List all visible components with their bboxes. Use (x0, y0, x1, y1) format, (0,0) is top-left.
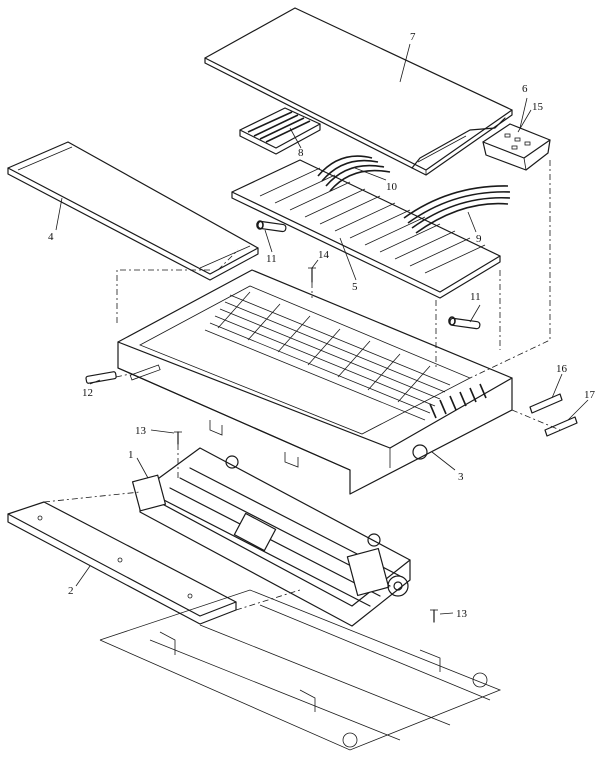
callout-5: 5 (352, 281, 358, 293)
callout-2: 2 (68, 585, 74, 597)
assembly-lines (43, 160, 561, 611)
part-3-grille (204, 291, 451, 421)
callout-7: 7 (410, 31, 416, 43)
part-14-screw (308, 267, 316, 283)
part-2-base-rail (7, 501, 237, 625)
part-12-rod (85, 371, 117, 384)
callout-10: 10 (386, 181, 398, 193)
bottom-chassis (99, 589, 502, 751)
callout-14: 14 (318, 249, 330, 261)
callout-labels: 1 2 3 4 5 6 7 8 9 10 11 11 12 13 13 14 1… (48, 31, 596, 620)
part-5-paper-guide (231, 155, 511, 299)
part-16-tab (529, 393, 563, 414)
leader-lines (55, 43, 589, 615)
callout-8: 8 (298, 147, 304, 159)
part-13-screw-lower (430, 609, 438, 623)
guide-ribs (259, 167, 486, 274)
callout-13-lower: 13 (456, 608, 468, 620)
part-9-ribbed-feeder (403, 185, 511, 234)
callout-1: 1 (128, 449, 134, 461)
part-10-roller-guide (317, 155, 391, 192)
part-17-tab (544, 416, 578, 437)
callout-9: 9 (476, 233, 482, 245)
callout-17: 17 (584, 389, 596, 401)
part-3-main-housing (117, 269, 513, 495)
part-1-print-mechanism (131, 447, 411, 627)
callout-6: 6 (522, 83, 528, 95)
part-11-pin-upper (256, 220, 287, 233)
part-7-top-cover (204, 7, 513, 176)
part-3-vents (429, 383, 487, 419)
callout-15: 15 (532, 101, 544, 113)
part-11-pin-lower (448, 316, 481, 330)
callout-13-upper: 13 (135, 425, 147, 437)
callout-3: 3 (458, 471, 464, 483)
part-13-screw-upper (174, 431, 182, 445)
part-8-small-tray (239, 107, 321, 155)
callout-16: 16 (556, 363, 568, 375)
callout-11-upper: 11 (266, 253, 277, 265)
callout-11-lower: 11 (470, 291, 481, 303)
part-6-control-box (482, 123, 551, 171)
callout-12: 12 (82, 387, 93, 399)
part-4-side-cover (7, 141, 259, 281)
callout-4: 4 (48, 231, 54, 243)
